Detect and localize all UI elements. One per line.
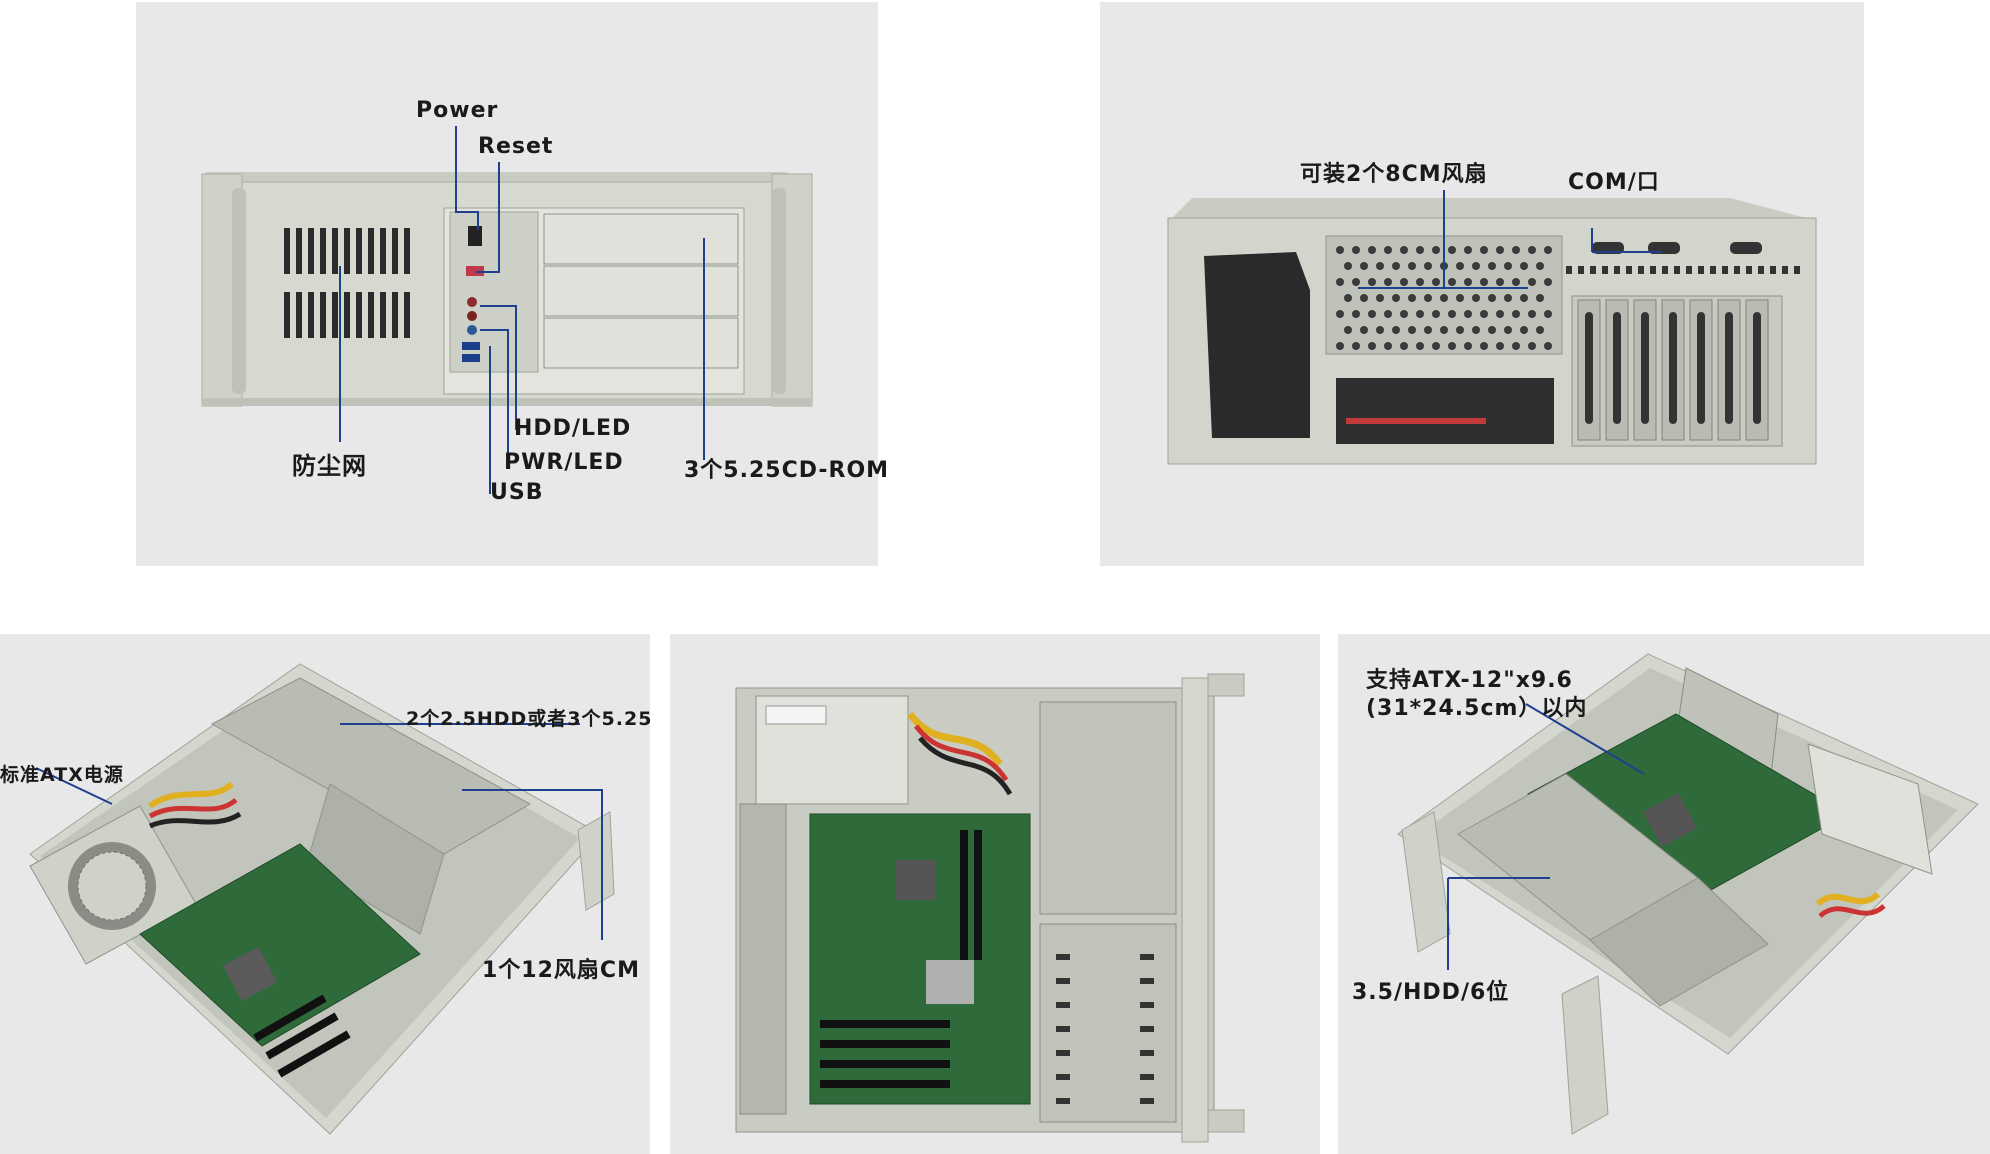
left-inside-illustration [29, 663, 615, 1135]
label-support-line1: 支持ATX-12"x9.6 [1366, 668, 1573, 693]
label-pwr-led: PWR/LED [504, 450, 624, 475]
label-atx-psu: 标准ATX电源 [0, 764, 124, 786]
front-chassis-illustration [201, 126, 813, 494]
label-hdd-led: HDD/LED [514, 416, 632, 441]
right-inside-illustration [1397, 653, 1979, 1135]
label-hdd-bay: 2个2.5HDD或者3个5.25 [406, 708, 653, 730]
label-usb: USB [490, 480, 544, 505]
label-reset: Reset [478, 134, 554, 159]
label-cdrom: 3个5.25CD-ROM [684, 458, 890, 483]
front-view-panel: Power Reset HDD/LED PWR/LED USB 防尘网 3个5.… [136, 2, 888, 566]
right-inside-panel: 支持ATX-12"x9.6 (31*24.5cm）以内 3.5/HDD/6位 [1338, 634, 1990, 1154]
label-com: COM/口 [1568, 170, 1660, 195]
label-dust-filter: 防尘网 [292, 452, 367, 480]
label-power: Power [416, 98, 499, 123]
top-view-illustration [735, 673, 1245, 1143]
label-hdd-slots: 3.5/HDD/6位 [1352, 980, 1510, 1005]
label-support-line2: (31*24.5cm）以内 [1366, 696, 1588, 721]
rear-chassis-illustration [1167, 190, 1817, 465]
top-view-panel [670, 634, 1320, 1154]
left-inside-panel: 2个2.5HDD或者3个5.25 标准ATX电源 1个12风扇CM [0, 634, 653, 1154]
rear-view-panel: 可装2个8CM风扇 COM/口 [1100, 2, 1864, 566]
label-fan-12cm: 1个12风扇CM [482, 958, 640, 983]
label-fans: 可装2个8CM风扇 [1300, 162, 1488, 187]
